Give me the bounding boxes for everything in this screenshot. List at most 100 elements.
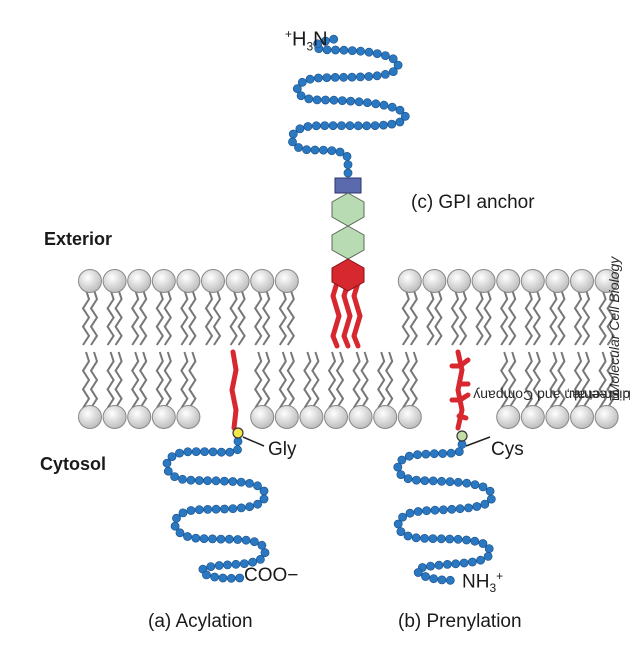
amino-acid-bead: [438, 505, 448, 515]
amino-acid-bead: [484, 544, 494, 554]
lipid-tail: [483, 289, 492, 346]
amino-acid-bead: [313, 73, 323, 83]
lipid-head: [151, 405, 176, 429]
amino-acid-bead: [223, 560, 232, 570]
lipid-tail: [139, 289, 148, 346]
amino-acid-bead: [346, 96, 356, 106]
amino-acid-bead: [455, 504, 465, 514]
gpi-fatty-chain: [351, 273, 363, 349]
lipid-tail: [155, 289, 164, 346]
amino-acid-bead: [459, 558, 469, 568]
lipid-head: [471, 269, 496, 293]
amino-acid-bead: [480, 499, 490, 509]
amino-acid-bead: [183, 532, 192, 541]
amino-acid-bead: [226, 573, 236, 583]
amino-acid-bead: [476, 555, 485, 565]
amino-acid-bead: [329, 95, 339, 105]
lipid-tail: [335, 351, 345, 409]
amino-acid-bead: [225, 447, 235, 457]
amino-acid-bead: [191, 447, 201, 456]
amino-acid-bead: [328, 121, 338, 130]
amino-acid-bead: [337, 121, 346, 130]
prenylation-label: (b) Prenylation: [398, 611, 522, 632]
amino-acid-bead: [321, 36, 330, 46]
lipid-tail: [377, 351, 386, 409]
amino-acid-bead: [235, 573, 245, 583]
lipid-tail: [385, 351, 394, 409]
lipid-tail: [360, 351, 369, 409]
lipid-tail: [237, 289, 246, 346]
lipid-tail: [557, 351, 566, 409]
lipid-head: [520, 269, 545, 293]
h3n-sub: 3: [306, 39, 314, 54]
lipid-tail: [188, 351, 197, 409]
lipid-head: [102, 269, 127, 293]
amino-acid-bead: [364, 47, 374, 57]
lipid-tail: [163, 351, 172, 409]
amino-acid-bead: [347, 72, 357, 82]
amino-acid-bead: [387, 119, 397, 129]
lipid-tail: [401, 289, 410, 346]
amino-acid-bead: [191, 533, 201, 543]
amino-acid-bead: [211, 476, 221, 486]
amino-acid-bead: [388, 54, 398, 64]
nh3-sub: 3: [489, 581, 497, 596]
amino-acid-bead: [478, 539, 488, 548]
lipid-head: [151, 269, 176, 293]
gpi-anchor-label: (c) GPI anchor: [411, 192, 535, 213]
amino-acid-bead: [322, 73, 332, 82]
amino-acid-bead: [447, 504, 457, 514]
amino-acid-bead: [245, 478, 254, 488]
lipid-tail: [524, 351, 533, 409]
lipid-head: [373, 405, 398, 429]
amino-acid-bead: [413, 450, 422, 460]
amino-acid-bead: [231, 559, 241, 569]
amino-acid-bead: [327, 146, 337, 155]
lipid-head: [102, 405, 127, 429]
amino-acid-bead: [421, 572, 430, 581]
amino-acid-bead: [339, 72, 348, 82]
lipid-tail: [450, 289, 460, 346]
lipid-tail: [188, 289, 197, 346]
amino-acid-bead: [310, 145, 320, 155]
amino-acid-bead: [228, 504, 238, 513]
lipid-head: [78, 405, 102, 429]
amino-acid-bead: [318, 145, 328, 155]
amino-acid-bead: [393, 519, 403, 529]
amino-acid-bead: [214, 561, 224, 570]
lipid-tail: [163, 289, 172, 346]
amino-acid-bead: [311, 121, 321, 131]
amino-acid-bead: [183, 447, 193, 457]
amino-acid-bead: [437, 476, 446, 486]
lipid-tail: [532, 351, 541, 409]
amino-acid-bead: [208, 534, 217, 544]
lipid-tail: [262, 351, 271, 409]
lipid-head: [545, 405, 570, 429]
acylation-label: (a) Acylation: [148, 611, 253, 632]
lipid-tail: [549, 351, 558, 409]
amino-acid-bead: [429, 449, 439, 459]
lipid-tail: [475, 289, 484, 346]
lipid-head: [594, 405, 619, 429]
lipid-tail: [311, 351, 320, 409]
amino-acid-bead: [467, 557, 477, 567]
lipid-tail: [114, 289, 123, 346]
gly-label: Gly: [268, 439, 297, 460]
lipid-tail: [262, 289, 271, 346]
nh3-plus: +: [496, 569, 504, 583]
prenyl-chain: [449, 349, 471, 431]
amino-acid-bead: [421, 449, 431, 459]
exterior-label: Exterior: [44, 229, 113, 249]
amino-acid-bead: [405, 508, 415, 518]
coo-terminus-label: COO−: [244, 565, 299, 586]
amino-acid-bead: [219, 476, 229, 486]
lipid-tail: [286, 289, 295, 346]
cys-residue-dot: [456, 430, 468, 442]
amino-acid-bead: [255, 555, 265, 564]
amino-acid-bead: [216, 534, 226, 544]
amino-acid-bead: [364, 72, 374, 81]
amino-acid-bead: [297, 77, 307, 87]
amino-acid-bead: [211, 504, 221, 514]
amino-acid-bead: [379, 120, 388, 130]
